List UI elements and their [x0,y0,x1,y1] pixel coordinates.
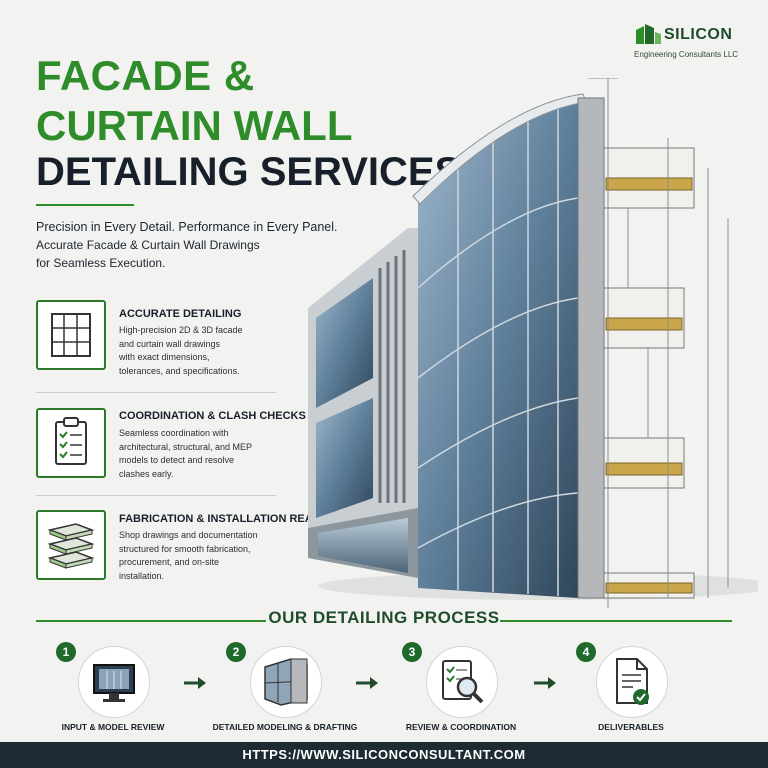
tagline-line2: Accurate Facade & Curtain Wall Drawings [36,238,260,252]
hero-title-line3: DETAILING SERVICES [36,150,462,194]
feature-body-coordination: Seamless coordination with architectural… [119,427,294,481]
step-number: 4 [576,642,596,662]
monitor-model-icon [78,646,150,718]
clipboard-checklist-icon [36,408,106,478]
feature-line: architectural, structural, and MEP [119,441,253,452]
title-divider [36,204,134,206]
feature-title-coordination: COORDINATION & CLASH CHECKS [119,410,306,422]
feature-line: with exact dimensions, [119,352,210,362]
feature-title-fabrication: FABRICATION & INSTALLATION READY [119,513,328,525]
feature-line: models to detect and resolve [119,455,235,465]
step-label: DELIVERABLES [598,722,664,732]
tagline-line3: for Seamless Execution. [36,256,166,270]
process-rule-right [500,620,732,622]
feature-line: Shop drawings and documentation [119,530,258,540]
process-rule-left [36,620,266,622]
feature-line: and curtain wall drawings [119,338,221,349]
step-number: 2 [226,642,246,662]
document-check-icon [596,646,668,718]
facade-module-icon [250,646,322,718]
tagline-line1: Precision in Every Detail. Performance i… [36,220,338,234]
checklist-magnifier-icon [426,646,498,718]
feature-body-fabrication: Shop drawings and documentation structur… [119,529,294,583]
window-grid-icon [36,300,106,370]
feature-body-accurate-detailing: High-precision 2D & 3D facade and curtai… [119,324,294,378]
hero-title-line1: FACADE & [36,52,255,99]
step-number: 3 [402,642,422,662]
feature-line: procurement, and on-site [119,557,220,567]
step-number: 1 [56,642,76,662]
feature-line: Seamless coordination with [119,428,229,438]
step-label: INPUT & MODEL REVIEW [61,722,165,732]
arrow-right-icon [184,677,206,689]
step-label: DETAILED MODELING & DRAFTING [212,722,358,732]
feature-line: tolerances, and specifications. [119,365,240,376]
feature-line: High-precision 2D & 3D facade [119,325,243,335]
feature-divider [36,392,276,393]
building-illustration [308,78,758,608]
hero-title-line2: CURTAIN WALL [36,102,353,149]
brand-logo: SILICON Engineering Consultants LLC [634,20,754,64]
website-url-link[interactable]: HTTPS://WWW.SILICONCONSULTANT.COM [0,742,768,768]
feature-line: installation. [119,570,165,581]
process-title: OUR DETAILING PROCESS [268,608,500,627]
feature-line: clashes early. [119,468,174,479]
feature-line: structured for smooth fabrication, [119,543,251,554]
step-label: REVIEW & COORDINATION [405,722,517,732]
feature-divider [36,495,276,496]
arrow-right-icon [356,677,378,689]
logo-icon [636,24,661,44]
stacked-panels-icon [36,510,106,580]
brand-name: SILICON [664,26,733,43]
hero-tagline: Precision in Every Detail. Performance i… [36,218,366,272]
brand-subtitle: Engineering Consultants LLC [634,50,739,59]
feature-title-accurate-detailing: ACCURATE DETAILING [119,308,242,320]
arrow-right-icon [534,677,556,689]
